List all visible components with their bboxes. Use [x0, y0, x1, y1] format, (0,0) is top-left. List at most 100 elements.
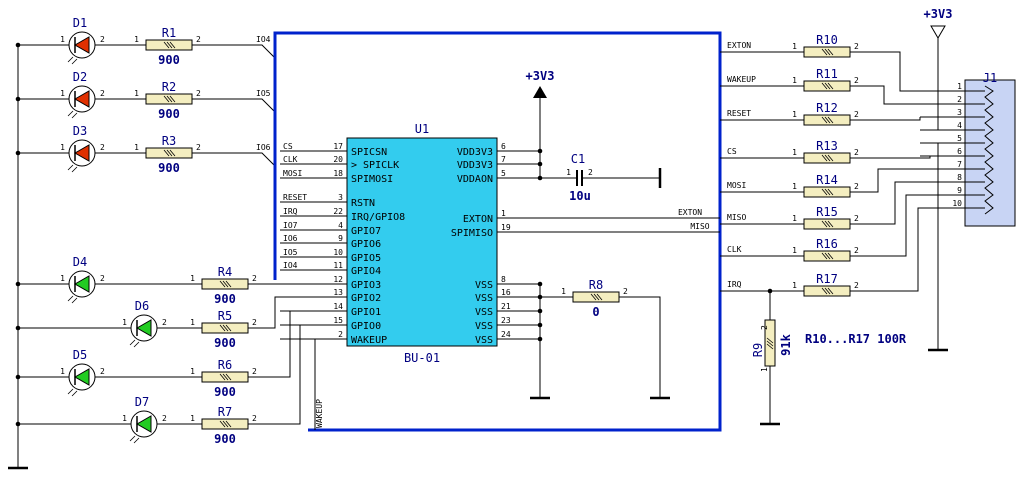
u1-pin-number: 9 — [338, 234, 343, 243]
resistor-hatch — [827, 252, 834, 260]
resistor-r15 — [794, 218, 860, 230]
wire — [860, 168, 920, 193]
u1-net-label: IO7 — [283, 221, 298, 230]
u1-net-label: RESET — [283, 193, 307, 202]
resistor-hatch — [824, 287, 831, 295]
resistor-value: 900 — [214, 385, 236, 399]
u1-value: BU-01 — [404, 351, 440, 365]
net-label-right: CLK — [727, 245, 742, 254]
pin-number-2: 2 — [196, 143, 201, 152]
resistor-r8 — [563, 291, 629, 303]
resistor-hatch — [590, 293, 597, 301]
pin-number-2: 2 — [252, 367, 257, 376]
board-outline — [273, 31, 722, 432]
led-ref: D7 — [135, 395, 149, 409]
wire-gpio0 — [258, 324, 347, 425]
resistor-r17 — [794, 285, 860, 297]
resistor-hatch — [821, 48, 828, 56]
pin-number-2: 2 — [252, 414, 257, 423]
u1-pin-number: 5 — [501, 169, 506, 178]
resistor-hatch — [827, 188, 834, 196]
u1-net-label: IO6 — [283, 234, 298, 243]
u1-pin-number: 4 — [338, 221, 343, 230]
net-label-right: EXTON — [727, 41, 751, 50]
resistor-hatch — [225, 280, 232, 288]
u1-pin-number: 16 — [501, 288, 511, 297]
resistor-hatch — [163, 95, 170, 103]
resistor-hatch — [821, 252, 828, 260]
resistor-hatch — [827, 154, 834, 162]
resistor-ref: R1 — [162, 26, 176, 40]
led-emission-arrow — [129, 339, 136, 346]
resistor-ref: R15 — [816, 205, 838, 219]
r9-value: 91k — [779, 333, 793, 355]
u1-pin-number: 18 — [333, 169, 343, 178]
resistor-hatch — [225, 373, 232, 381]
resistor-hatch — [169, 41, 176, 49]
pin-number-1: 1 — [792, 148, 797, 157]
led-emission-arrow — [71, 58, 78, 65]
pin-number-1: 1 — [792, 246, 797, 255]
pin-number-2: 2 — [854, 76, 859, 85]
pin-number-2: 2 — [854, 110, 859, 119]
net-label-io4: IO4 — [256, 35, 271, 44]
resistor-r2 — [136, 93, 202, 105]
pin-number-2: 2 — [854, 148, 859, 157]
u1-net-label: IO5 — [283, 248, 298, 257]
resistor-hatch — [821, 82, 828, 90]
j1-pin-number: 5 — [957, 134, 962, 143]
resistor-ref: R17 — [816, 272, 838, 286]
wire-io5 — [253, 98, 276, 113]
net-label-right: WAKEUP — [727, 75, 756, 84]
u1-net-label: CS — [283, 142, 293, 151]
u1-pin-name: SPIMISO — [451, 228, 493, 239]
led-emission-arrow — [67, 388, 74, 395]
u1-pin-number: 17 — [333, 142, 343, 151]
u1-pin-number: 14 — [333, 302, 343, 311]
resistor-hatch — [821, 188, 828, 196]
net-label-exton: EXTON — [678, 208, 702, 217]
pin-number-2: 2 — [196, 35, 201, 44]
pin-number-1: 1 — [60, 367, 65, 376]
u1-pin-number: 10 — [333, 248, 343, 257]
resistor-ref: R5 — [218, 309, 232, 323]
resistor-hatch — [219, 324, 226, 332]
net-label-io5: IO5 — [256, 89, 271, 98]
wire-gpio1 — [258, 310, 347, 378]
j1-pin-number: 9 — [957, 186, 962, 195]
c1-ref: C1 — [571, 152, 585, 166]
pin-number-2: 2 — [854, 182, 859, 191]
u1-pin-number: 11 — [333, 261, 343, 270]
resistor-ref: R3 — [162, 134, 176, 148]
j1-pin-number: 3 — [957, 108, 962, 117]
u1-pin-number: 12 — [333, 275, 343, 284]
u1-pin-name: RSTN — [351, 198, 375, 209]
resistor-hatch — [824, 116, 831, 124]
u1-pin-name: GPIO4 — [351, 266, 381, 277]
u1-pin-name: IRQ/GPIO8 — [351, 212, 405, 223]
u1-pin-name: VSS — [475, 321, 493, 332]
led-ref: D2 — [73, 70, 87, 84]
pin-number-2: 2 — [196, 89, 201, 98]
led-d4 — [61, 270, 106, 304]
pin-number-2: 2 — [162, 414, 167, 423]
led-emission-arrow — [133, 437, 140, 444]
led-d7 — [123, 410, 168, 444]
led-ref: D6 — [135, 299, 149, 313]
u1-pin-name: GPIO5 — [351, 253, 381, 264]
pin-number-1: 1 — [60, 274, 65, 283]
pin-number-1: 1 — [792, 110, 797, 119]
resistor-hatch — [163, 149, 170, 157]
resistor-r7 — [192, 418, 258, 430]
resistor-hatch — [766, 343, 774, 350]
resistor-hatch — [821, 287, 828, 295]
resistor-hatch — [166, 95, 173, 103]
resistor-ref: R12 — [816, 101, 838, 115]
u1-pin-name: VSS — [475, 335, 493, 346]
resistor-hatch — [824, 188, 831, 196]
resistor-hatch — [824, 154, 831, 162]
resistor-hatch — [827, 48, 834, 56]
resistor-hatch — [824, 48, 831, 56]
resistor-value: 900 — [214, 292, 236, 306]
